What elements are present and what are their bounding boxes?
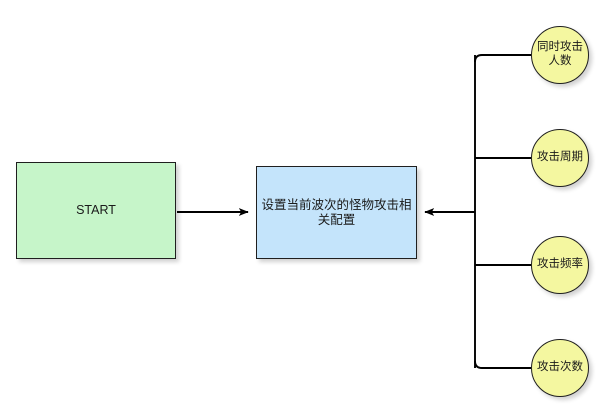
edge-param-0-branch — [474, 54, 531, 63]
node-param-attack-cycle[interactable]: 攻击周期 — [531, 129, 589, 187]
node-param-1-label: 攻击周期 — [537, 151, 583, 164]
node-param-3-label: 攻击次数 — [537, 361, 583, 374]
node-config[interactable]: 设置当前波次的怪物攻击相 关配置 — [256, 166, 417, 259]
node-start[interactable]: START — [16, 162, 176, 259]
node-param-attack-frequency[interactable]: 攻击频率 — [531, 236, 589, 294]
node-config-label: 设置当前波次的怪物攻击相 关配置 — [261, 197, 412, 227]
node-param-attack-times[interactable]: 攻击次数 — [531, 339, 589, 397]
edge-param-3-branch — [474, 360, 531, 369]
node-param-0-label: 同时攻击 人数 — [537, 41, 583, 67]
node-param-simultaneous-attack-count[interactable]: 同时攻击 人数 — [531, 26, 589, 84]
node-start-label: START — [76, 203, 116, 218]
node-param-2-label: 攻击频率 — [537, 258, 583, 271]
